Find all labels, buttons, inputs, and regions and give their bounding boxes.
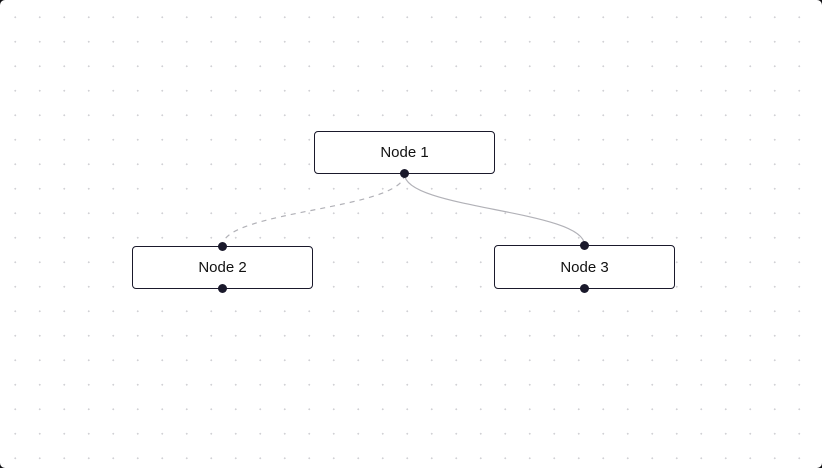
node-3-target-handle[interactable] bbox=[580, 241, 589, 250]
node-1-label: Node 1 bbox=[380, 144, 429, 161]
node-1[interactable]: Node 1 bbox=[314, 131, 495, 178]
node-3-label: Node 3 bbox=[560, 258, 609, 276]
edge-e1-3[interactable] bbox=[403, 173, 586, 246]
edge-e1-2[interactable] bbox=[221, 173, 406, 247]
node-2-label: Node 2 bbox=[198, 259, 247, 276]
node-3-source-handle[interactable] bbox=[580, 284, 589, 293]
node-2-source-handle[interactable] bbox=[218, 284, 227, 293]
node-2[interactable]: Node 2 bbox=[132, 242, 313, 293]
node-1-source-handle[interactable] bbox=[400, 169, 409, 178]
node-3[interactable]: Node 3 bbox=[494, 241, 675, 293]
node-2-target-handle[interactable] bbox=[218, 242, 227, 251]
